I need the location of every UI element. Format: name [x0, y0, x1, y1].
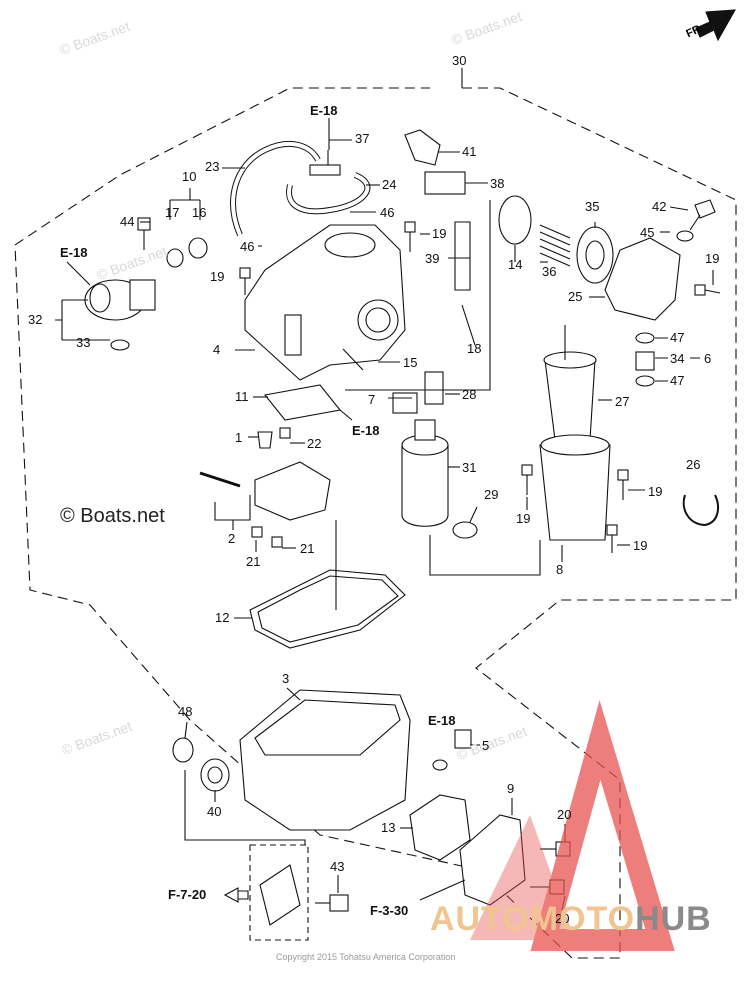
part-label[interactable]: 6: [704, 351, 712, 366]
part-label[interactable]: 13: [381, 820, 396, 835]
part-label[interactable]: 20: [555, 911, 570, 926]
part-label[interactable]: 2: [228, 531, 236, 546]
filter-cap-25: [604, 237, 681, 321]
part-label[interactable]: 4: [213, 342, 221, 357]
part-label[interactable]: 40: [207, 804, 222, 819]
part-label[interactable]: 5: [482, 738, 490, 753]
part-label[interactable]: 28: [462, 387, 477, 402]
part-label[interactable]: 47: [670, 373, 685, 388]
part-label[interactable]: 8: [556, 562, 564, 577]
logo-text-hub: HUB: [635, 900, 712, 938]
part-label[interactable]: 19: [648, 484, 663, 499]
part-label[interactable]: 19: [210, 269, 225, 284]
part-label[interactable]: 18: [467, 341, 482, 356]
part-label[interactable]: 22: [307, 436, 322, 451]
part-label[interactable]: 7: [368, 392, 376, 407]
part-label[interactable]: 19: [705, 251, 720, 266]
part-label[interactable]: 11: [235, 389, 249, 404]
automotohub-logo: AUTOMOTOHUB: [430, 900, 712, 939]
part-label[interactable]: 42: [652, 199, 667, 214]
float-2: [254, 461, 331, 521]
part-label[interactable]: 33: [76, 335, 91, 350]
ref-e18-mid[interactable]: E-18: [352, 423, 380, 438]
logo-text-automoto: AUTOMOTO: [430, 900, 636, 938]
fuel-hose-24: [286, 172, 371, 215]
part-label[interactable]: 35: [585, 199, 600, 214]
part-label[interactable]: 19: [633, 538, 648, 553]
part-label[interactable]: 16: [192, 205, 207, 220]
part-label[interactable]: 46: [240, 239, 255, 254]
part-label[interactable]: 21: [246, 554, 261, 569]
part-label[interactable]: 20: [557, 807, 572, 822]
part-label[interactable]: 43: [330, 859, 345, 874]
part-label[interactable]: 31: [462, 460, 477, 475]
part-label[interactable]: 1: [235, 430, 243, 445]
part-label[interactable]: 19: [432, 226, 447, 241]
part-label[interactable]: 48: [178, 704, 193, 719]
part-label[interactable]: 24: [382, 177, 397, 192]
ref-e18-left[interactable]: E-18: [60, 245, 88, 260]
part-label[interactable]: 9: [507, 781, 515, 796]
part-label[interactable]: 14: [508, 257, 523, 272]
gasket-12: [249, 569, 406, 649]
ref-f330[interactable]: F-3-30: [370, 903, 409, 918]
copyright-notice: Copyright 2015 Tohatsu America Corporati…: [276, 952, 456, 962]
part-label[interactable]: 38: [490, 176, 505, 191]
fuel-hose-23: [230, 140, 321, 237]
part-label[interactable]: 23: [205, 159, 220, 174]
part-label[interactable]: 27: [615, 394, 630, 409]
pump-holder-8: [539, 444, 611, 541]
part-label[interactable]: 37: [355, 131, 370, 146]
part-label[interactable]: 34: [670, 351, 685, 366]
o-ring-14: [498, 195, 532, 245]
part-label[interactable]: 45: [640, 225, 655, 240]
part-label[interactable]: 12: [215, 610, 230, 625]
main-watermark: © Boats.net: [60, 505, 165, 527]
part-label[interactable]: 39: [425, 251, 440, 266]
part-label[interactable]: 47: [670, 330, 685, 345]
part-label[interactable]: 15: [403, 355, 418, 370]
part-label[interactable]: 36: [542, 264, 557, 279]
part-label[interactable]: 32: [28, 312, 43, 327]
logo-triangle: [470, 700, 675, 951]
part-label[interactable]: 41: [462, 144, 477, 159]
assembly-boundary: [14, 87, 737, 959]
part-label[interactable]: 10: [182, 169, 197, 184]
part-label[interactable]: 21: [300, 541, 315, 556]
float-chamber-3: [239, 689, 411, 831]
part-label[interactable]: 46: [380, 205, 395, 220]
fuel-pump-31: [401, 445, 449, 527]
cover-9: [459, 814, 526, 906]
part-label[interactable]: 3: [282, 671, 290, 686]
part-label[interactable]: 26: [686, 457, 701, 472]
part-label[interactable]: 25: [568, 289, 583, 304]
part-label[interactable]: 19: [516, 511, 531, 526]
ref-e18-bottom[interactable]: E-18: [428, 713, 456, 728]
part-label[interactable]: 30: [452, 53, 467, 68]
part-label[interactable]: 44: [120, 214, 135, 229]
part-label[interactable]: 29: [484, 487, 499, 502]
ref-f720[interactable]: F-7-20: [168, 887, 207, 902]
ref-e18-top[interactable]: E-18: [310, 103, 338, 118]
fuel-filter-27: [544, 359, 596, 441]
part-label[interactable]: 17: [165, 205, 180, 220]
